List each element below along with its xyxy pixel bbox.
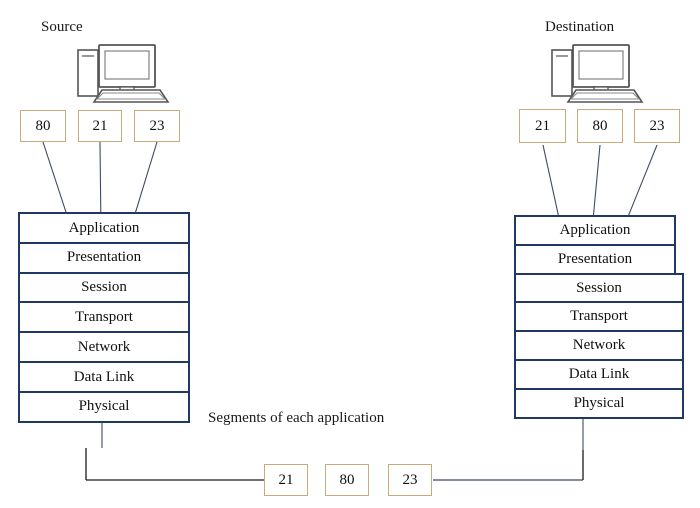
destination-layer-data-link[interactable]: Data Link <box>514 359 684 391</box>
source-layer-application[interactable]: Application <box>18 212 190 244</box>
destination-layer-label-5: Data Link <box>568 366 630 383</box>
destination-layer-label-2: Session <box>576 279 622 296</box>
destination-port-label-1: 80 <box>592 117 608 134</box>
destination-layer-label-6: Physical <box>573 394 625 411</box>
destination-layer-label-1: Presentation <box>557 250 633 267</box>
destination-osi-stack: Application Presentation Session Transpo… <box>514 215 684 419</box>
source-port-label-0: 80 <box>35 117 51 134</box>
destination-layer-label-4: Network <box>572 337 626 354</box>
destination-layer-session[interactable]: Session <box>514 272 684 304</box>
wire-segment-box-2[interactable]: 23 <box>388 464 432 496</box>
destination-layer-transport[interactable]: Transport <box>514 301 684 333</box>
destination-port-box-0[interactable]: 21 <box>519 109 566 143</box>
source-computer-icon <box>66 42 178 109</box>
wire-segment-box-0[interactable]: 21 <box>264 464 308 496</box>
segments-caption: Segments of each application <box>208 410 385 426</box>
destination-port-box-2[interactable]: 23 <box>634 109 680 143</box>
destination-layer-network[interactable]: Network <box>514 330 684 362</box>
source-layer-label-4: Network <box>77 338 131 355</box>
source-layer-label-6: Physical <box>78 398 130 415</box>
destination-title: Destination <box>545 19 615 35</box>
source-layer-label-0: Application <box>68 219 140 236</box>
destination-layer-application[interactable]: Application <box>514 215 676 246</box>
source-layer-session[interactable]: Session <box>18 271 190 304</box>
source-layer-label-1: Presentation <box>66 249 142 266</box>
destination-port-label-0: 21 <box>535 117 550 134</box>
destination-port-label-2: 23 <box>649 117 665 134</box>
wire-segment-label-0: 21 <box>278 471 294 488</box>
wire-segment-label-1: 80 <box>339 471 355 488</box>
destination-layer-label-3: Transport <box>570 308 628 325</box>
source-layer-network[interactable]: Network <box>18 331 190 364</box>
source-layer-label-5: Data Link <box>73 368 135 385</box>
source-port-box-2[interactable]: 23 <box>134 110 180 142</box>
destination-computer-icon <box>540 42 652 109</box>
source-layer-label-2: Session <box>81 279 127 296</box>
destination-layer-presentation[interactable]: Presentation <box>514 243 676 275</box>
destination-layer-physical[interactable]: Physical <box>514 387 684 419</box>
source-layer-label-3: Transport <box>75 308 133 325</box>
destination-port-box-1[interactable]: 80 <box>577 109 623 143</box>
source-layer-transport[interactable]: Transport <box>18 301 190 334</box>
source-osi-stack: Application Presentation Session Transpo… <box>18 212 190 423</box>
source-layer-data-link[interactable]: Data Link <box>18 361 190 394</box>
source-layer-physical[interactable]: Physical <box>18 390 190 423</box>
source-layer-presentation[interactable]: Presentation <box>18 241 190 274</box>
source-title: Source <box>41 19 83 35</box>
source-port-box-0[interactable]: 80 <box>20 110 66 142</box>
wire-segment-box-1[interactable]: 80 <box>325 464 369 496</box>
wire-segment-label-2: 23 <box>402 471 418 488</box>
destination-layer-label-0: Application <box>559 222 631 238</box>
source-port-label-1: 21 <box>92 117 108 134</box>
source-port-box-1[interactable]: 21 <box>78 110 122 142</box>
source-port-label-2: 23 <box>149 117 165 134</box>
